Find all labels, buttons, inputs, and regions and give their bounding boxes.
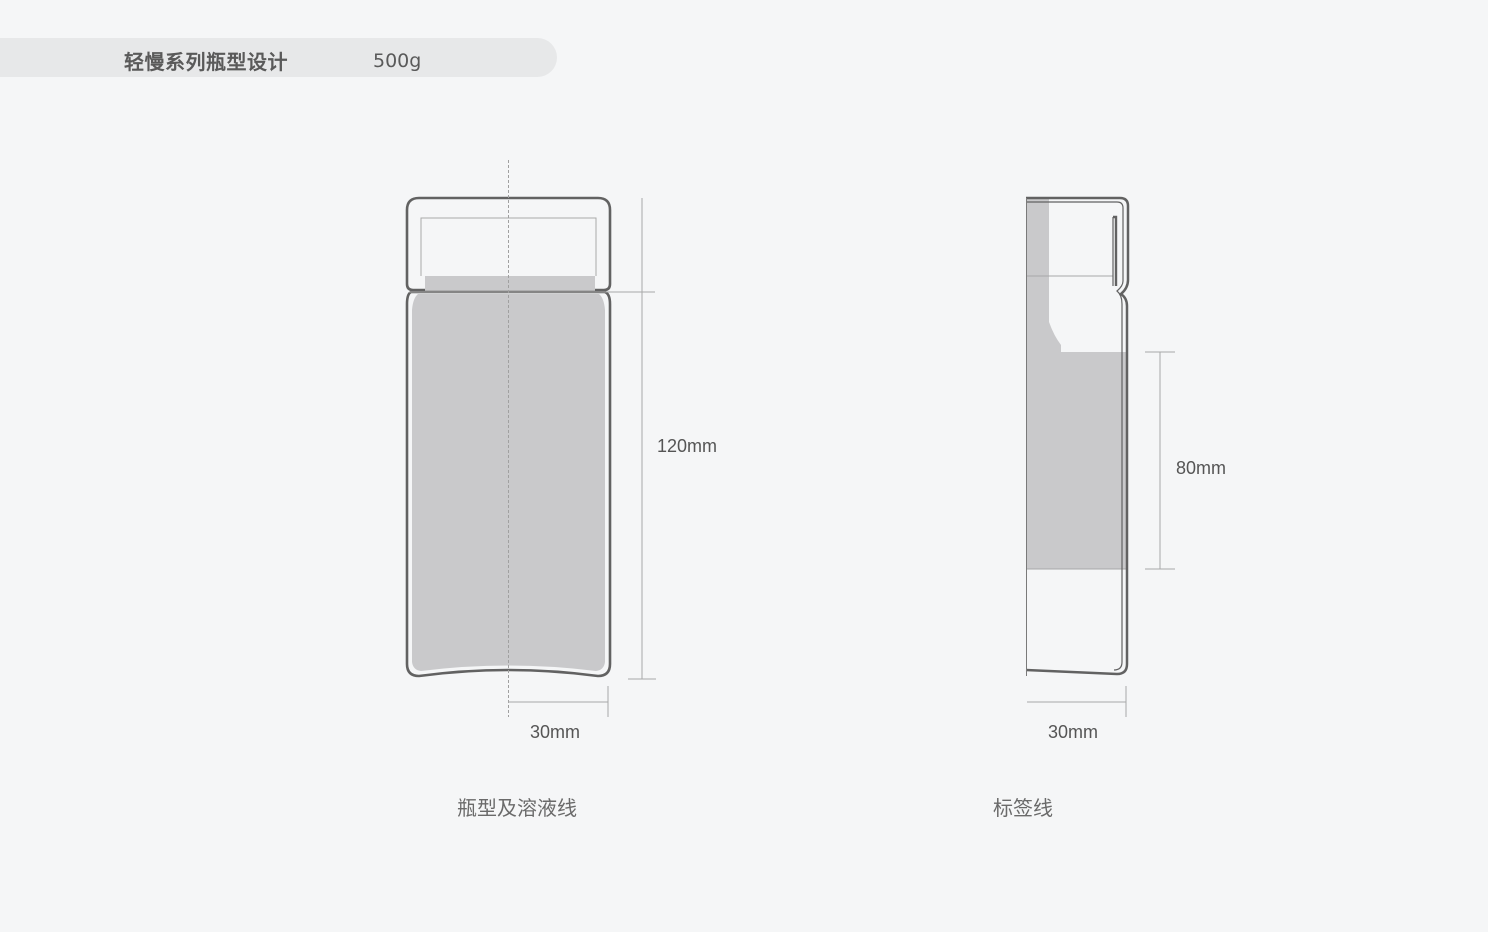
- front-cap-outline: [405, 196, 612, 292]
- header-bar: [0, 38, 557, 77]
- side-label-fill: [1027, 276, 1128, 569]
- front-view-caption: 瓶型及溶液线: [457, 796, 577, 820]
- front-view: [405, 160, 656, 717]
- side-bottle-inner-outline: [1026, 201, 1124, 671]
- front-width-label: 30mm: [530, 722, 581, 742]
- page-title: 轻慢系列瓶型设计: [124, 50, 288, 74]
- side-width-label: 30mm: [1048, 722, 1099, 742]
- front-neck-fill: [425, 276, 595, 292]
- side-view-caption: 标签线: [993, 796, 1053, 820]
- weight-label: 500g: [373, 50, 422, 72]
- side-bottle-outline: [1025, 196, 1130, 676]
- side-label-height-label: 80mm: [1176, 458, 1227, 478]
- side-view: [1025, 196, 1175, 717]
- side-cap-fill: [1027, 199, 1049, 276]
- side-cap-thread: [1113, 215, 1118, 286]
- front-height-label: 120mm: [657, 436, 718, 456]
- front-body-outline: [405, 290, 612, 678]
